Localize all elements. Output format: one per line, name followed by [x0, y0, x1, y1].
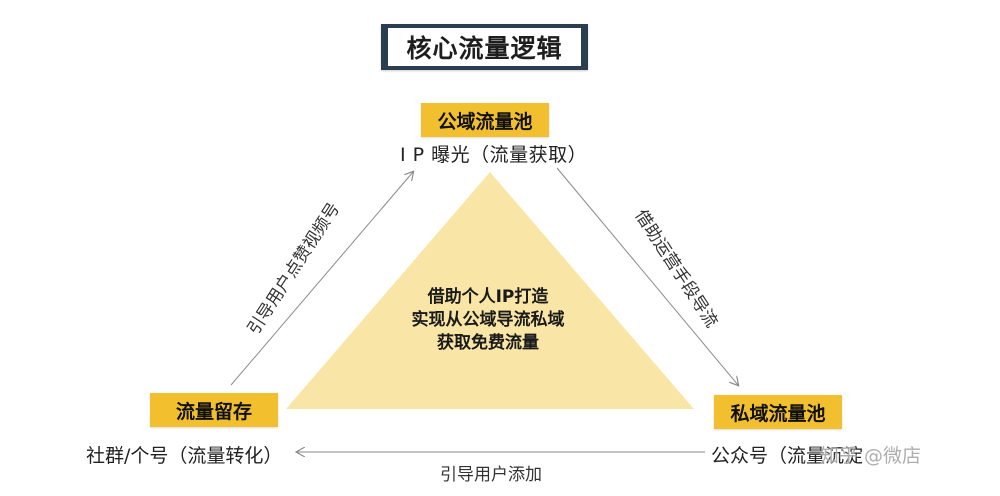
center-statement: 借助个人IP打造 实现从公域导流私域 获取免费流量: [388, 286, 588, 355]
node-retention-label: 流量留存: [150, 393, 278, 427]
edge-bottom-label: 引导用户添加: [440, 465, 542, 485]
node-public-pool-sub: I P 曝光（流量获取）: [400, 144, 588, 166]
center-line: 借助个人IP打造: [427, 287, 549, 307]
node-private-pool-label: 私域流量池: [714, 395, 842, 429]
page-title: 核心流量逻辑: [388, 28, 581, 66]
center-triangle: [286, 172, 694, 409]
arrow-top-to-right: [556, 167, 738, 385]
center-line: 实现从公域导流私域: [411, 310, 565, 330]
node-public-pool-label: 公域流量池: [421, 103, 549, 137]
node-private-pool-sub: 公众号（流量沉淀: [711, 445, 864, 467]
watermark: 知乎 @微店: [820, 445, 922, 467]
node-retention-sub: 社群/个号（流量转化）: [86, 445, 283, 467]
arrow-left-to-top: [230, 172, 413, 386]
center-line: 获取免费流量: [437, 333, 539, 353]
title-frame: 核心流量逻辑: [381, 24, 588, 70]
